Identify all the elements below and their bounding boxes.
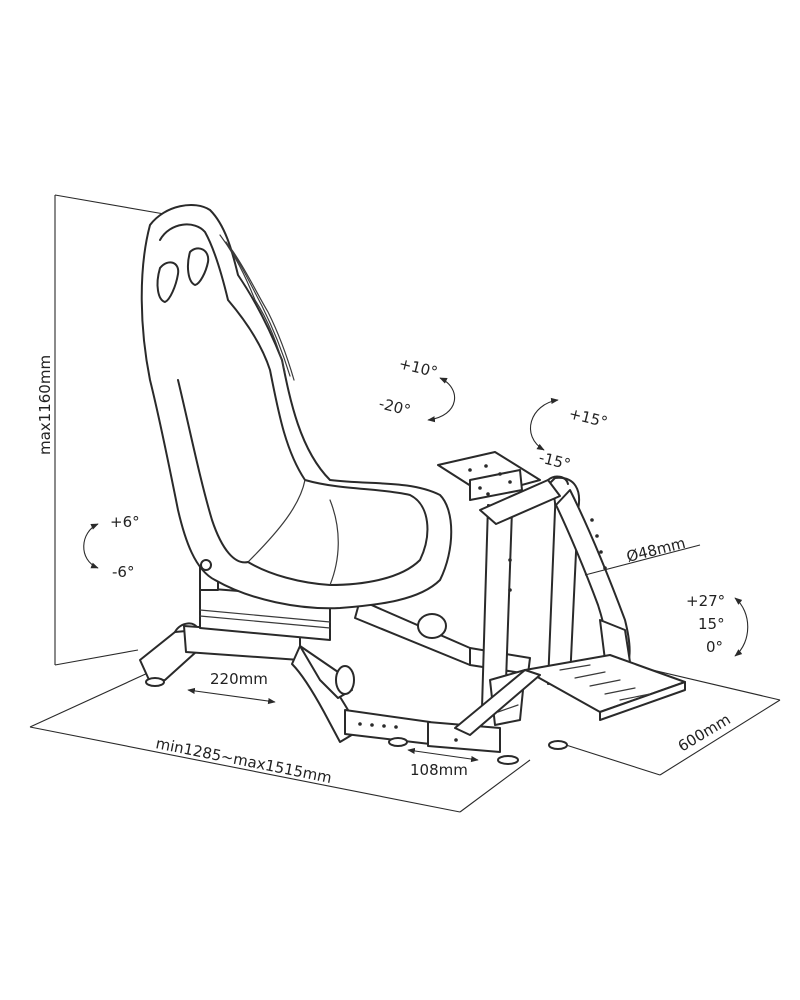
racing-seat (140, 204, 453, 610)
shifter-tilt-arrow (529, 397, 559, 451)
pedal-adjust-label: 108mm (410, 761, 468, 779)
slide-label: 220mm (210, 670, 268, 688)
upright-holes (508, 518, 607, 592)
tube-leader (584, 544, 701, 576)
pedal-tilt-arrow (734, 597, 749, 657)
pedal-plate-slots (559, 664, 651, 701)
shifter-tilt-down-label: -15° (537, 448, 572, 473)
rail-adjust-holes (358, 722, 458, 742)
tube-diameter-label: Ø48mm (625, 534, 688, 566)
base-frame (139, 599, 568, 765)
wheel-tilt-down-label: -20° (377, 394, 412, 419)
shifter-tilt-up-label: +15° (567, 404, 609, 431)
pedal-tilt-mid-label: 15° (698, 615, 725, 633)
seat-tilt-up-label: +6° (110, 513, 140, 531)
length-dimension (29, 671, 531, 813)
height-dimension (54, 194, 171, 666)
pedal-plate (454, 654, 686, 736)
wheel-plate-holes (468, 464, 512, 496)
seat-tilt-arrow (83, 523, 99, 569)
pedal-tilt-max-label: +27° (686, 592, 725, 610)
width-label: 600mm (675, 710, 734, 755)
seat-tilt-down-label: -6° (112, 563, 134, 581)
pedal-adjust-arrow (407, 747, 479, 763)
length-label: min1285~max1515mm (154, 734, 333, 787)
wheel-tilt-arrow (427, 377, 456, 423)
height-label: max1160mm (36, 355, 54, 455)
pedal-tilt-min-label: 0° (706, 638, 723, 656)
wheel-tilt-up-label: +10° (397, 354, 439, 381)
slide-arrow (187, 687, 276, 705)
